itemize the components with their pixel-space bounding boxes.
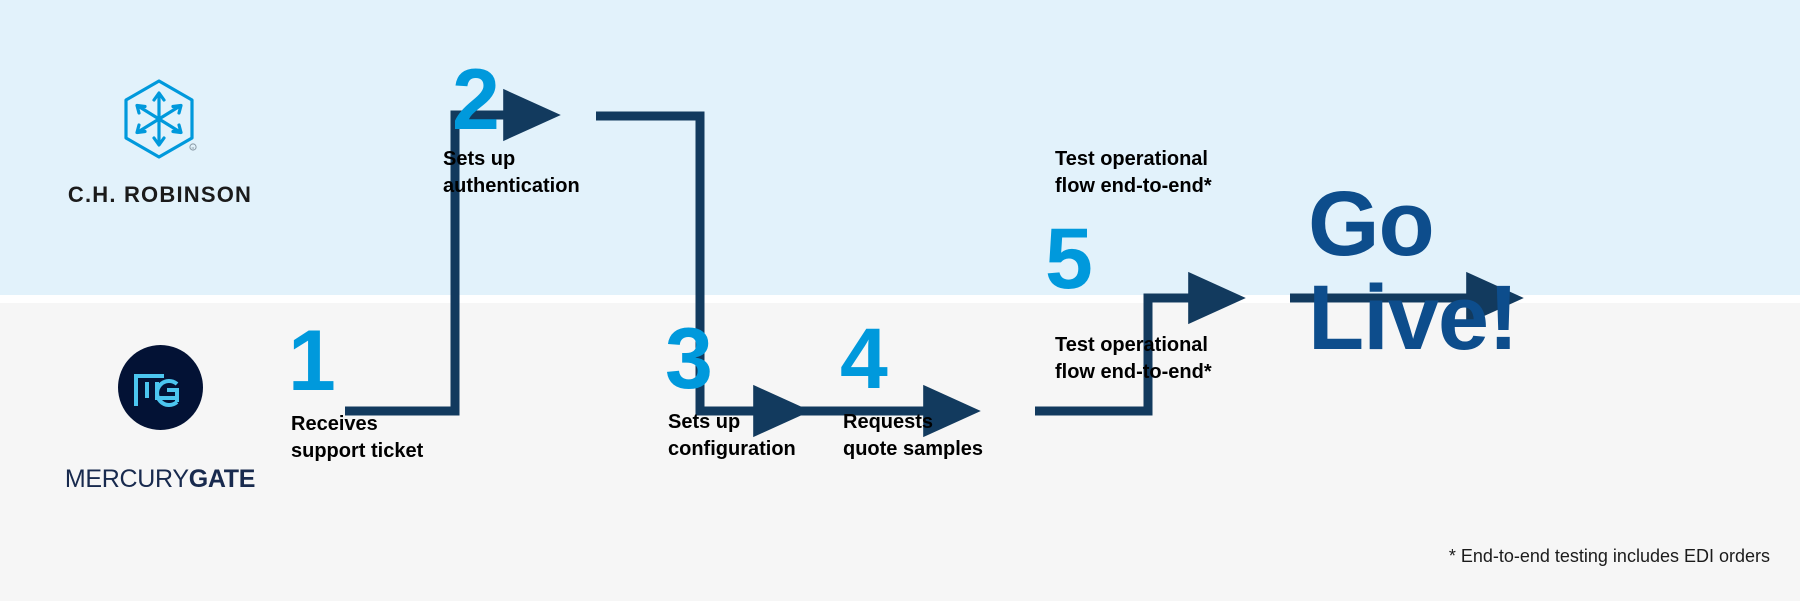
mercurygate-wordmark-light: MERCURY (64, 465, 189, 493)
step-label-4: Requests quote samples (843, 411, 984, 460)
hexagon-arrows-icon: R (124, 79, 197, 159)
step-label-1: Receives support ticket (291, 413, 424, 462)
step-number-3: 3 (665, 311, 713, 407)
step-number-2: 2 (452, 52, 500, 148)
step-label-2: Sets up authentication (443, 148, 580, 197)
step-label-5-bottom: Test operational flow end-to-end* (1055, 334, 1212, 383)
mercurygate-logo-badge (118, 345, 203, 430)
lane-band-chrobinson (0, 0, 1800, 295)
step-label-5-top: Test operational flow end-to-end* (1055, 148, 1212, 197)
mercurygate-wordmark: MERCURYGATE (45, 465, 275, 494)
step-number-5: 5 (1045, 211, 1093, 307)
footnote-text: * End-to-end testing includes EDI orders (1448, 546, 1770, 566)
chrobinson-wordmark: C.H. ROBINSON (67, 182, 253, 207)
step-number-1: 1 (288, 313, 336, 409)
mercurygate-wordmark-bold: GATE (188, 465, 256, 493)
svg-text:R: R (192, 146, 195, 151)
go-live-text: Go Live! (1308, 173, 1519, 369)
mg-monogram-icon (133, 373, 179, 407)
step-label-3: Sets up configuration (668, 411, 796, 460)
step-number-4: 4 (840, 311, 888, 407)
lane-band-mercurygate (0, 303, 1800, 601)
